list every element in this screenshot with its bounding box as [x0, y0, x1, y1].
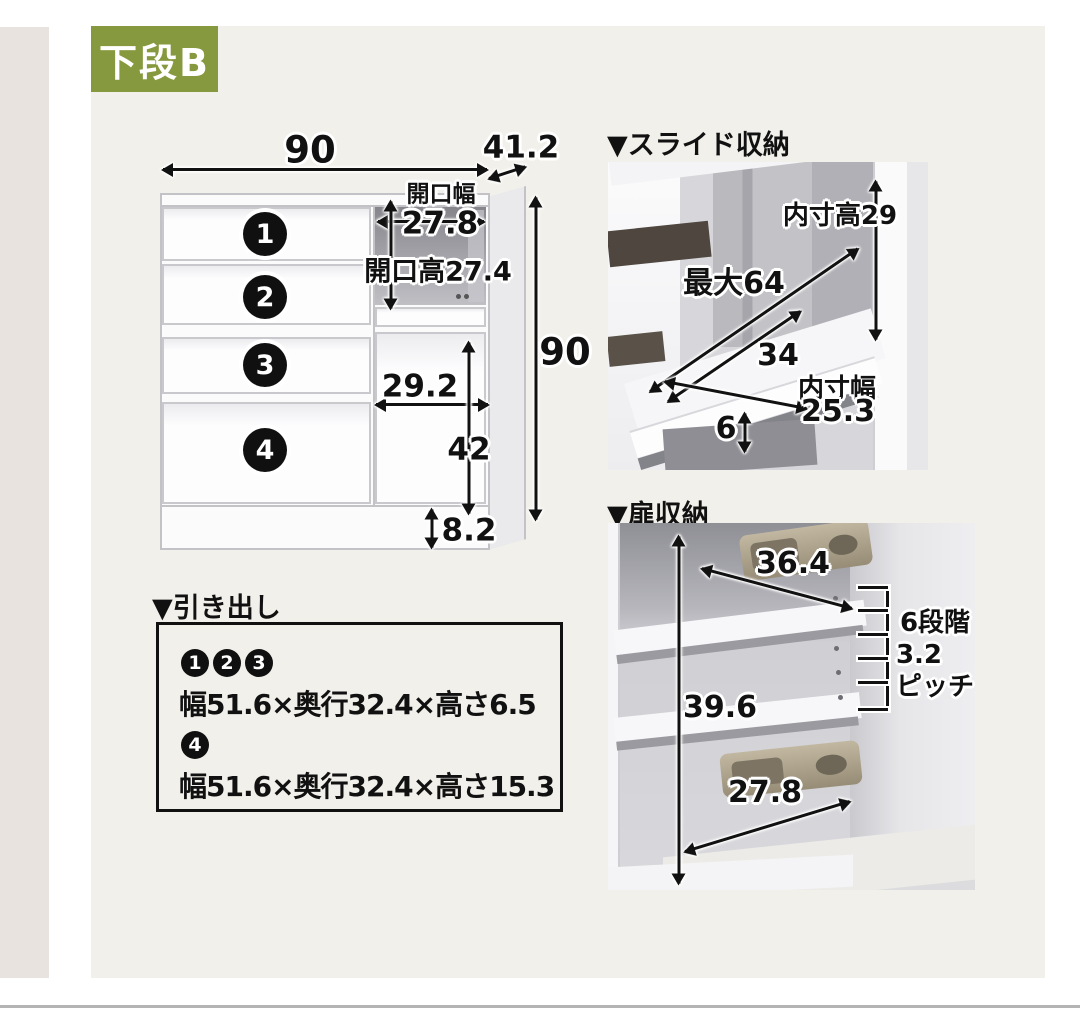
compartment-rail	[468, 210, 484, 302]
pitch-tick	[858, 657, 888, 660]
opening-width-title: 開口幅	[406, 181, 476, 208]
slide-storage-photo: 内寸高29 最大64 34 内寸幅 25.3 6	[608, 162, 928, 470]
section-badge: 下段B	[91, 26, 218, 92]
slide-inner-height-label: 内寸高29	[782, 201, 898, 231]
right-width-arrow	[376, 403, 488, 406]
slide-gap-arrow	[743, 413, 747, 452]
photo-door-edge	[608, 523, 620, 890]
opening-width-arrow	[378, 220, 484, 223]
base-height-arrow	[430, 509, 434, 548]
pitch-bracket-line	[886, 586, 889, 711]
shelf-pin-dot	[836, 670, 841, 675]
cabinet-column-divider	[373, 207, 375, 505]
catch-dot	[464, 294, 469, 299]
pitch-tick	[858, 633, 888, 636]
open-compartment	[375, 207, 486, 305]
right-width-label: 29.2	[381, 368, 459, 405]
slide-depth-label: 34	[757, 338, 799, 373]
width-label: 90	[284, 128, 336, 172]
slide-inner-width-title: 内寸幅	[797, 374, 877, 404]
spec-badge-3: 3	[245, 649, 273, 677]
width-arrow	[163, 168, 487, 171]
depth-label: 41.2	[482, 129, 560, 166]
left-margin-strip	[0, 27, 49, 978]
spec-row-1-text: 幅51.6×奥行32.4×高さ6.5	[179, 688, 537, 721]
pitch-tick	[858, 609, 888, 612]
door-storage-photo: 36.4 39.6 27.8 6段階 3.2 ピッチ	[608, 523, 975, 890]
photo-right-outer	[907, 162, 928, 470]
bottom-rule	[0, 1005, 1080, 1008]
cabinet-top-edge	[161, 205, 489, 207]
height-label: 90	[539, 330, 591, 374]
drawer-3-badge: 3	[243, 343, 287, 387]
drawer-4-badge: 4	[243, 428, 287, 472]
slide-section-title: ▼スライド収納	[607, 130, 790, 161]
spec-row-2-text: 幅51.6×奥行32.4×高さ15.3	[179, 770, 555, 803]
drawer-1-badge: 1	[243, 212, 287, 256]
pitch-tick	[858, 586, 888, 589]
opening-width-value: 27.8	[401, 205, 479, 242]
spec-row-2-badges: 4	[181, 731, 213, 759]
door-inner-height-arrow	[677, 536, 681, 884]
right-height-label: 42	[447, 431, 491, 468]
slide-max-label: 最大64	[683, 266, 785, 301]
opening-height-arrow	[389, 201, 393, 309]
shelf-pin-dot	[834, 646, 839, 651]
photo-right-wall	[850, 523, 975, 873]
slide-gap-label: 6	[715, 411, 737, 446]
slide-inner-width-value: 25.3	[800, 394, 876, 429]
door-shelf-width-label: 36.4	[755, 546, 831, 581]
photo-drawer-slot	[608, 331, 666, 367]
shelf-pin-dot	[838, 695, 843, 700]
pitch-tick	[858, 681, 888, 684]
spec-badge-4: 4	[181, 731, 209, 759]
pitch-tick	[858, 708, 888, 711]
slide-tray-front	[375, 307, 486, 327]
pitch-label-line2: 3.2	[895, 640, 943, 670]
door-bottom-width-label: 27.8	[727, 775, 803, 810]
pitch-label-line3: ピッチ	[895, 672, 975, 702]
spec-badge-2: 2	[213, 649, 241, 677]
cabinet-side-panel	[488, 186, 526, 550]
base-height-label: 8.2	[441, 512, 497, 549]
catch-dot	[456, 294, 461, 299]
door-inner-height-label: 39.6	[682, 690, 758, 725]
pitch-label-line1: 6段階	[899, 608, 971, 638]
drawer-spec-title: ▼引き出し	[152, 593, 281, 624]
drawer-2-badge: 2	[243, 275, 287, 319]
cabinet-base-line	[161, 505, 489, 507]
shelf-pin-dot	[833, 596, 838, 601]
opening-height-label: 開口高27.4	[364, 256, 512, 288]
height-arrow	[534, 197, 538, 520]
right-height-arrow	[467, 342, 471, 514]
spec-badge-1: 1	[181, 649, 209, 677]
